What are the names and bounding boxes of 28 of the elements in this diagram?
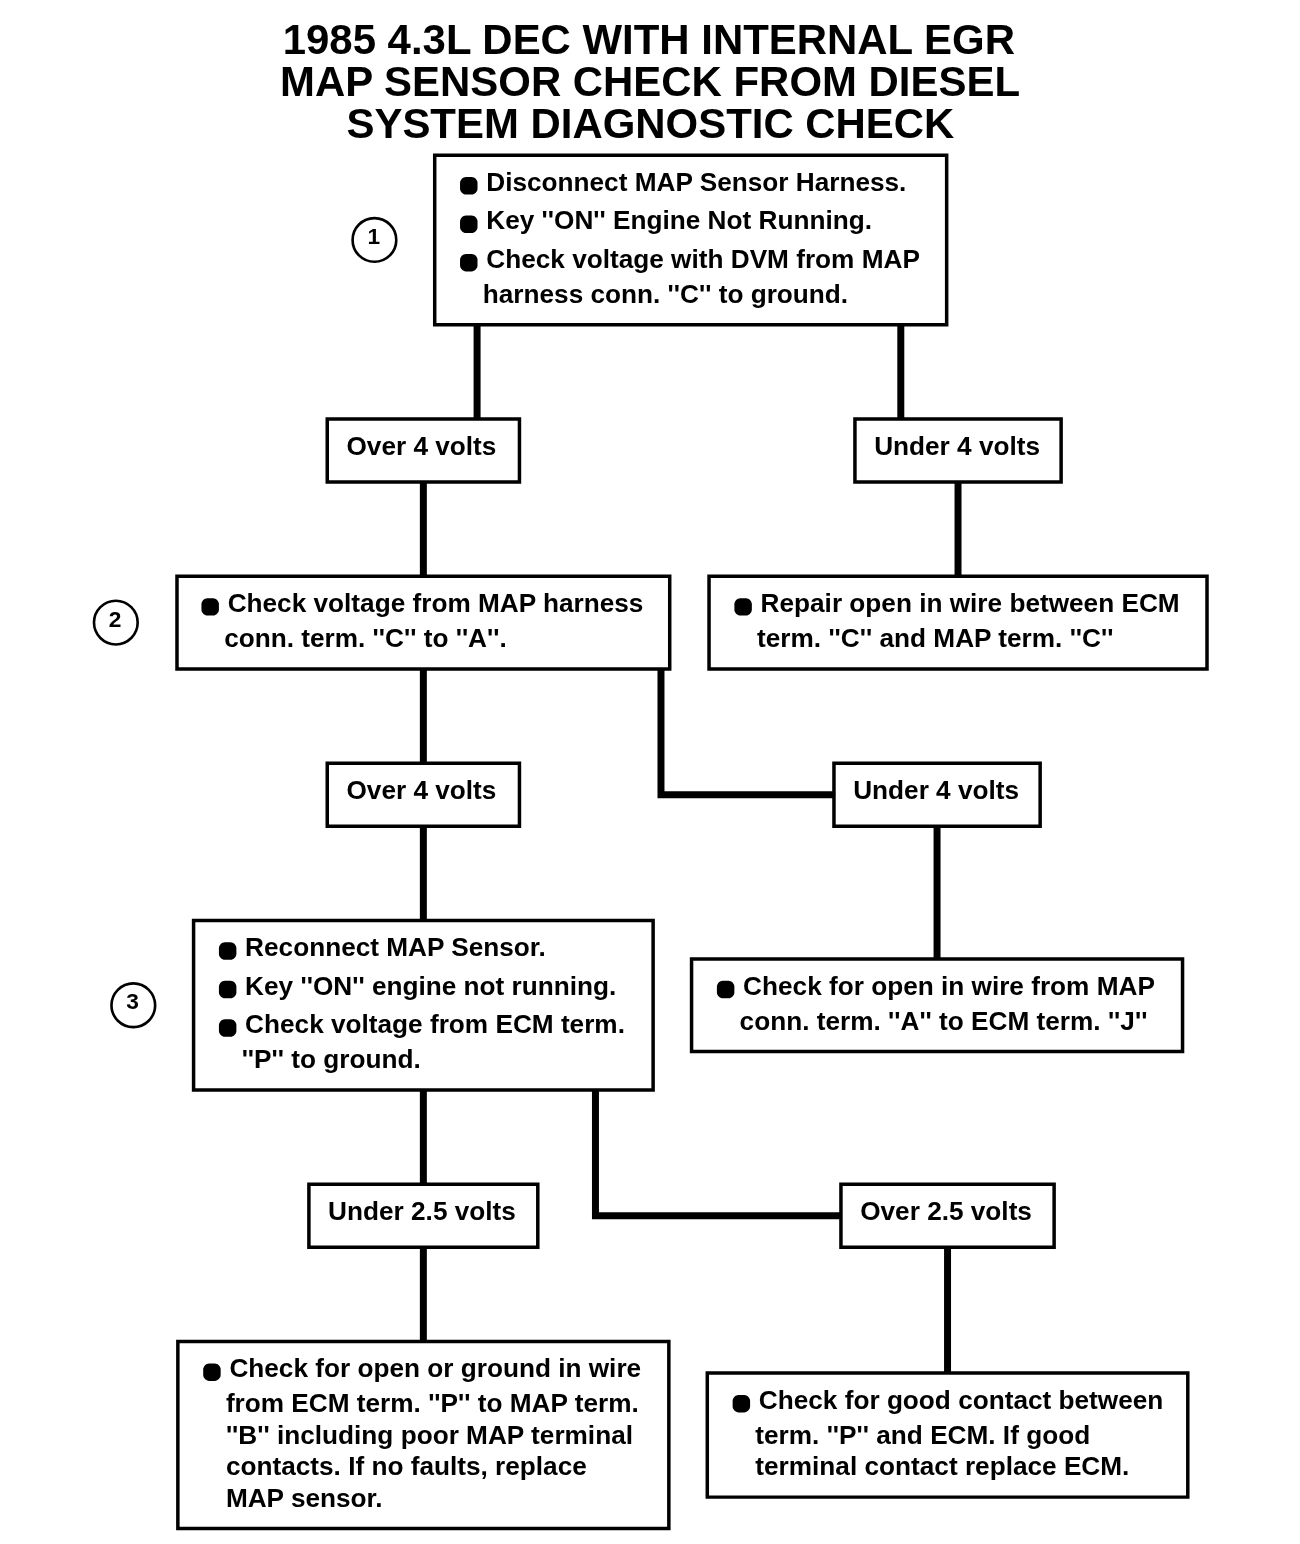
connector xyxy=(419,1247,427,1342)
node-box: Over 2.5 volts xyxy=(838,1182,1056,1249)
node-box: Over 4 volts xyxy=(325,417,521,484)
connector xyxy=(419,482,427,576)
node-label: 2 xyxy=(108,605,121,632)
connector xyxy=(419,669,427,763)
node-label: 3 xyxy=(125,988,139,1015)
node-box: Repair open in wire between ECM term. ''C'' and MAP term. ''C'' xyxy=(706,574,1209,671)
node-box: Check for good contact between term. ''P'' and ECM. If good terminal contact replace ECM. xyxy=(705,1371,1190,1499)
node-box: Check voltage from MAP harness conn. term. ''C'' to ''A''. xyxy=(174,574,671,671)
connector xyxy=(419,826,427,921)
node-box: Check for open in wire from MAP conn. term. ''A'' to ECM term. ''J'' xyxy=(689,957,1184,1054)
diagram-title: 1985 4.3L DEC WITH INTERNAL EGR MAP SENSOR CHECK FROM DIESEL SYSTEM DIAGNOSTIC CHECK xyxy=(279,16,1020,148)
node-box: Disconnect MAP Sensor Harness. Key ''ON'' Engine Not Running. Check voltage with DVM from MAP harness conn. ''C'' to ground. xyxy=(432,153,948,327)
node-box: Over 4 volts xyxy=(325,761,521,828)
node-box: Reconnect MAP Sensor. Key ''ON'' engine not running. Check voltage from ECM term. ''P'' to ground. xyxy=(191,918,655,1092)
connector xyxy=(419,1090,427,1185)
connector xyxy=(933,826,941,959)
node-box: Under 4 volts xyxy=(852,417,1063,484)
node-label: 1 xyxy=(366,223,380,250)
connector xyxy=(896,324,904,419)
connector xyxy=(591,1090,841,1220)
node-box: Check for open or ground in wire from ECM term. ''P'' to MAP term. ''B'' including poor MAP terminal contacts. If no faults, replace MAP sensor. xyxy=(175,1339,671,1531)
node-box: Under 2.5 volts xyxy=(306,1182,540,1249)
node-box: Under 4 volts xyxy=(831,761,1042,828)
connector xyxy=(943,1247,951,1373)
connector xyxy=(473,324,481,419)
connector xyxy=(954,482,961,576)
